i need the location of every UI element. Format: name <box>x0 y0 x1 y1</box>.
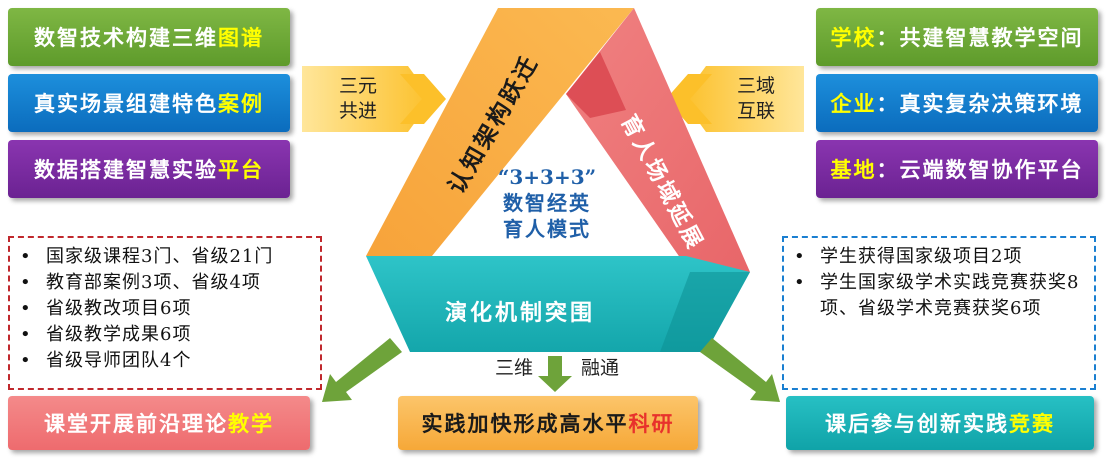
triangle-right-beam <box>566 8 750 272</box>
bottom-box-competition: 课后参与创新实践竞赛 <box>786 396 1094 450</box>
left-achievements: •国家级课程3门、省级21门 •教育部案例3项、省级4项 •省级教改项目6项 •… <box>8 236 322 390</box>
left-box-platform-highlight: 平台 <box>218 157 264 182</box>
left-chevron-line2: 共进 <box>338 100 377 122</box>
left-list-item: •国家级课程3门、省级21门 <box>20 246 274 267</box>
right-box-enterprise-text: ：真实复杂决策环境 <box>876 91 1084 116</box>
right-box-school-highlight: 学校 <box>830 25 877 50</box>
left-list-item: •省级导师团队4个 <box>20 350 192 371</box>
left-box-cases-text: 真实场景组建特色 <box>34 91 218 116</box>
left-box-cases-highlight: 案例 <box>218 91 264 116</box>
left-list-item: •省级教改项目6项 <box>20 298 192 319</box>
right-chevron-line1: 三域 <box>736 75 775 97</box>
left-chevron <box>302 66 446 132</box>
left-list-item: •省级教学成果6项 <box>20 324 192 345</box>
right-achievements: •学生获得国家级项目2项 •学生国家级学术实践竞赛获奖8项、省级学术竞赛获奖6项 <box>782 236 1096 390</box>
left-list-item: •教育部案例3项、省级4项 <box>20 272 261 293</box>
right-box-base-highlight: 基地 <box>830 157 877 182</box>
bottom-box-teaching-text: 课堂开展前沿理论 <box>44 411 228 436</box>
right-list-item: •学生获得国家级项目2项 <box>794 246 1023 267</box>
right-box-base-text: ：云端数智协作平台 <box>876 157 1084 182</box>
bottom-box-competition-highlight: 竞赛 <box>1009 411 1055 436</box>
left-chevron-line1: 三元 <box>338 75 377 97</box>
right-box-base: 基地：云端数智协作平台 <box>816 140 1098 198</box>
down-arrow <box>538 356 572 392</box>
bottom-box-research: 实践加快形成高水平科研 <box>398 396 698 450</box>
right-box-enterprise: 企业：真实复杂决策环境 <box>816 74 1098 132</box>
bottom-box-research-text: 实践加快形成高水平 <box>421 411 629 436</box>
bottom-box-teaching-highlight: 教学 <box>228 411 274 436</box>
left-box-atlas: 数智技术构建三维图谱 <box>8 8 290 66</box>
arrow-label-right: 融通 <box>580 357 619 379</box>
center-line2: 数智经英 <box>503 191 591 215</box>
left-box-atlas-text: 数智技术构建三维 <box>34 25 218 50</box>
left-box-atlas-highlight: 图谱 <box>218 25 264 50</box>
left-diagonal-arrow <box>322 338 402 402</box>
left-box-platform: 数据搭建智慧实验平台 <box>8 140 290 198</box>
arrow-label-left: 三维 <box>494 357 533 379</box>
right-box-enterprise-highlight: 企业 <box>830 91 877 116</box>
triangle-left-beam <box>366 8 634 256</box>
right-chevron-line2: 互联 <box>736 100 775 122</box>
right-chevron-label: 三域 互联 <box>716 74 796 124</box>
left-box-platform-text: 数据搭建智慧实验 <box>34 157 218 182</box>
bottom-box-research-highlight: 科研 <box>628 411 675 436</box>
center-title: “3+3+3” <box>497 165 597 189</box>
left-box-cases: 真实场景组建特色案例 <box>8 74 290 132</box>
right-diagonal-arrow <box>700 338 780 402</box>
bottom-box-teaching: 课堂开展前沿理论教学 <box>8 396 310 450</box>
left-chevron-label: 三元 共进 <box>318 74 398 124</box>
right-box-school: 学校：共建智慧教学空间 <box>816 8 1098 66</box>
right-list-item: •学生国家级学术实践竞赛获奖8项、省级学术竞赛获奖6项 <box>794 272 1080 319</box>
triangle-bottom-label: 演化机制突围 <box>445 300 595 326</box>
triangle-bottom-beam <box>366 256 750 352</box>
bottom-box-competition-text: 课后参与创新实践 <box>825 411 1009 436</box>
right-box-school-text: ：共建智慧教学空间 <box>876 25 1084 50</box>
triangle-center: “3+3+3” 数智经英 育人模式 <box>482 164 612 242</box>
center-line3: 育人模式 <box>503 217 591 241</box>
